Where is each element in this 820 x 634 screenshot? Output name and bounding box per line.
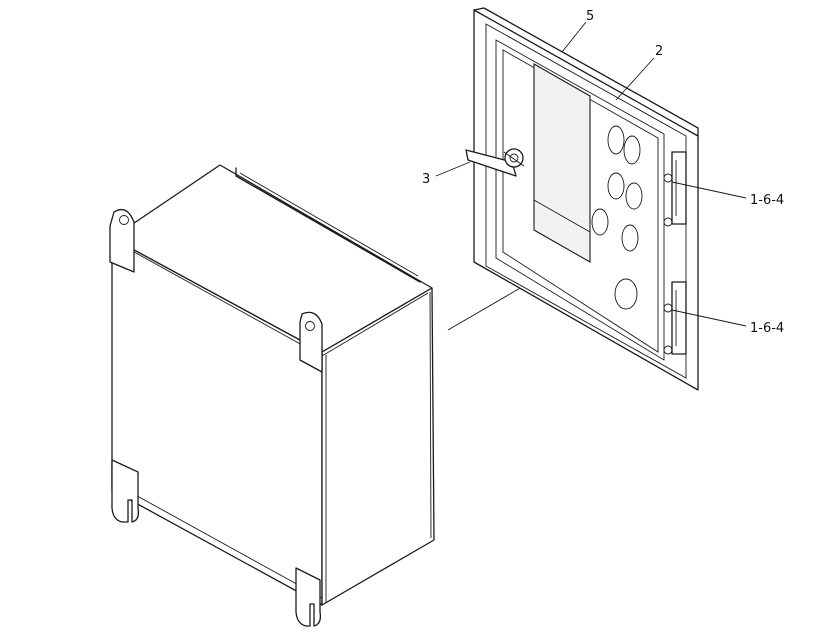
hinge-lower — [663, 281, 687, 355]
mounting-tab-top-right — [299, 311, 323, 373]
panel-cutouts — [591, 125, 643, 310]
enclosure-side-face — [321, 287, 435, 606]
callout-3: 3 — [422, 172, 430, 187]
hinge-upper — [663, 151, 687, 227]
mounting-foot-bottom-right — [295, 567, 322, 627]
door-gasket-outer — [485, 23, 687, 379]
leader-3 — [435, 161, 471, 177]
callout-1-6-4-upper: 1-6-4 — [750, 193, 784, 208]
leader-5 — [561, 21, 587, 53]
door-latch — [465, 148, 525, 177]
back-panel — [533, 63, 591, 263]
enclosure-door — [465, 7, 699, 391]
callout-2: 2 — [655, 44, 663, 59]
leader-2 — [615, 57, 655, 101]
door-gasket-inner — [495, 39, 665, 361]
leader-164b — [671, 309, 747, 327]
callout-1-6-4-lower: 1-6-4 — [750, 321, 784, 336]
mounting-foot-bottom-left — [111, 459, 140, 523]
callout-5: 5 — [586, 9, 594, 24]
leader-164a — [671, 181, 747, 199]
enclosure-box — [109, 164, 435, 627]
mounting-tab-top-left — [109, 208, 135, 273]
